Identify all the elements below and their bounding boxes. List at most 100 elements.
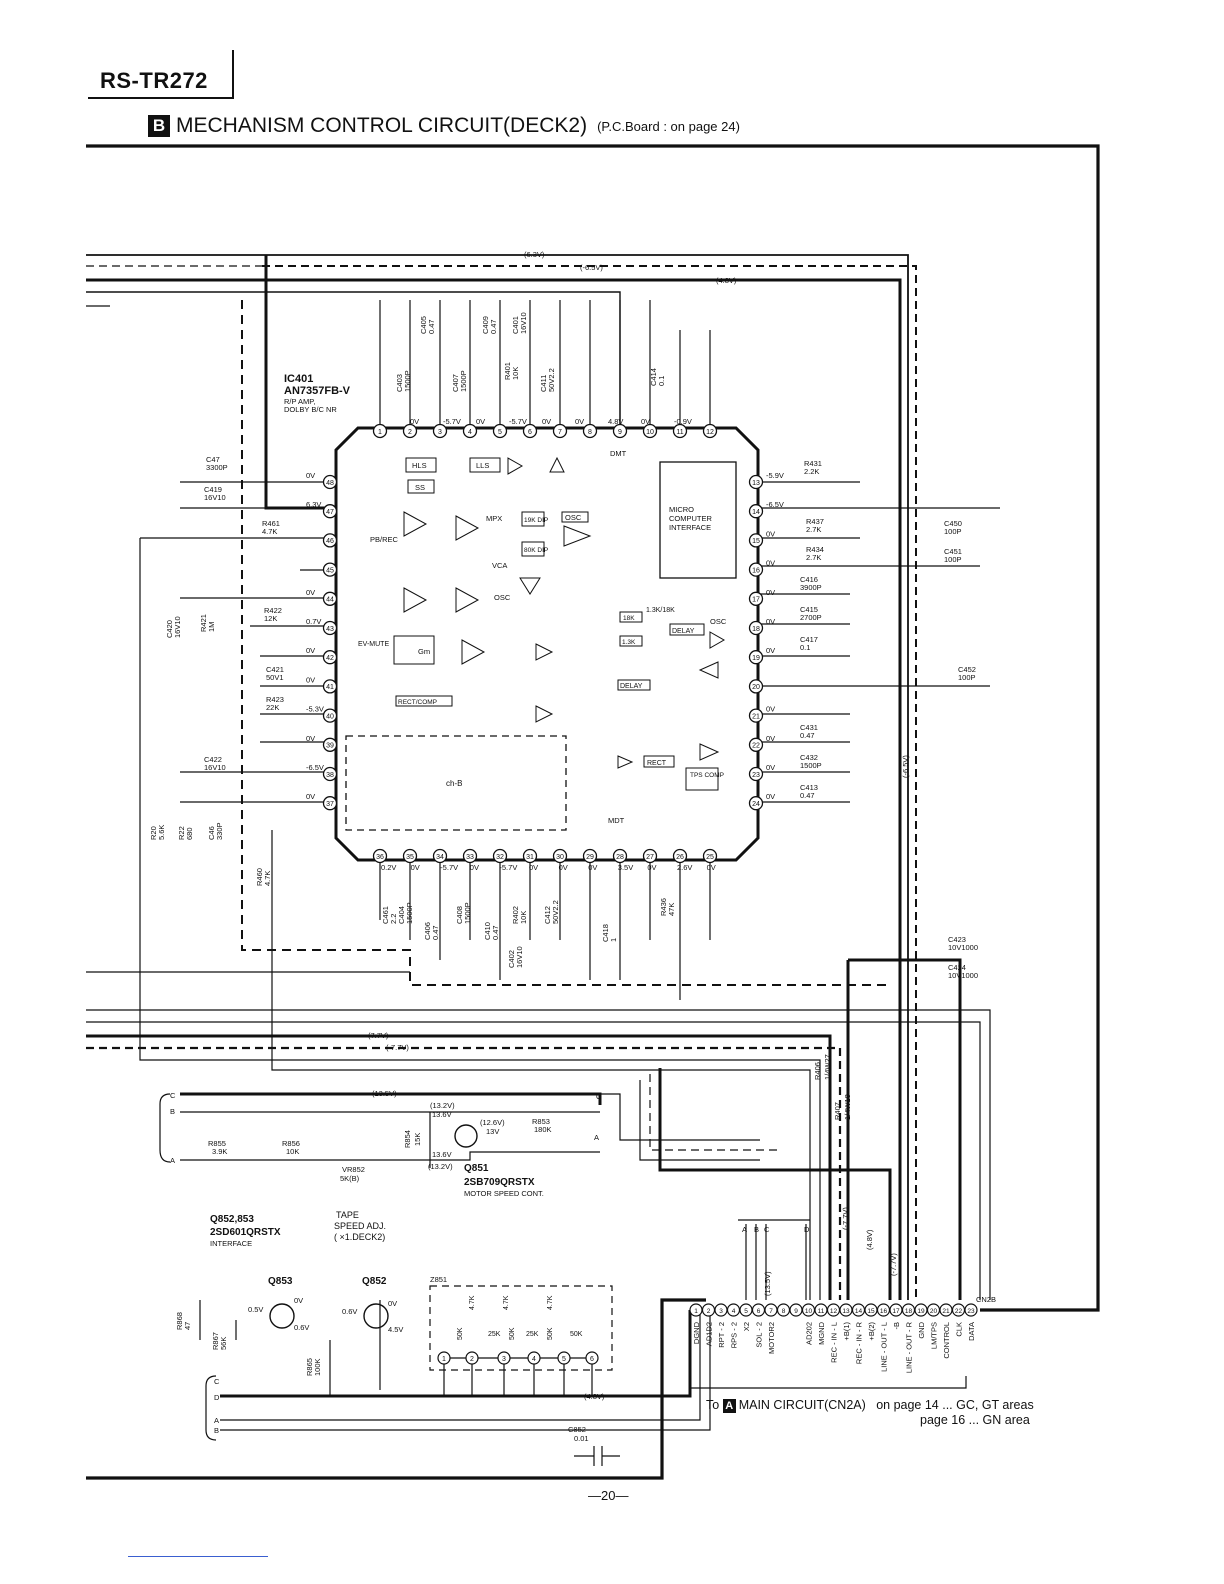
cn2b-signal-17: -B bbox=[892, 1322, 901, 1330]
if-line-b: B bbox=[214, 1426, 219, 1435]
svg-text:8: 8 bbox=[588, 429, 592, 436]
ic-pin-29: 29 bbox=[582, 848, 598, 864]
rect-block bbox=[643, 755, 675, 768]
cn2b-signal-3: RPT - 2 bbox=[717, 1322, 726, 1348]
svg-text:R421: R421 bbox=[199, 614, 208, 632]
cn2b-signal-7: MOTOR2 bbox=[767, 1322, 776, 1354]
left-volt: 0V bbox=[306, 588, 315, 597]
svg-text:5: 5 bbox=[744, 1308, 748, 1315]
svg-text:40: 40 bbox=[326, 713, 334, 720]
q851-part: 2SB709QRSTX bbox=[464, 1177, 535, 1188]
svg-text:16V10: 16V10 bbox=[173, 616, 182, 638]
q852-ref: Q852 bbox=[362, 1276, 387, 1287]
svg-text:5.6K: 5.6K bbox=[157, 825, 166, 840]
svg-text:5: 5 bbox=[562, 1356, 566, 1363]
motor-heavy-return bbox=[658, 1068, 892, 1300]
rail-7v7: (7.7V) bbox=[368, 1031, 389, 1040]
q851-symbol bbox=[454, 1124, 478, 1148]
svg-text:C416: C416 bbox=[800, 575, 818, 584]
ic401-outline bbox=[334, 426, 760, 862]
gm-block bbox=[393, 635, 435, 665]
svg-text:C411: C411 bbox=[539, 375, 548, 392]
svg-text:56K: 56K bbox=[219, 1337, 228, 1350]
tape-adj-1: TAPE bbox=[336, 1210, 359, 1220]
svg-text:C432: C432 bbox=[800, 753, 818, 762]
svg-text:14: 14 bbox=[752, 509, 760, 516]
svg-text:47: 47 bbox=[183, 1322, 192, 1330]
connector-labels: CN2B A B C D bbox=[742, 1225, 996, 1304]
ic-pin-34: 34 bbox=[432, 848, 448, 864]
svg-text:25: 25 bbox=[706, 854, 714, 861]
block-mpx: MPX bbox=[486, 514, 502, 523]
z851-pin-5: 5 bbox=[557, 1351, 571, 1365]
svg-text:1: 1 bbox=[694, 1308, 698, 1315]
svg-text:12K: 12K bbox=[264, 614, 277, 623]
micro-interface-label-1: MICRO bbox=[669, 505, 694, 514]
ic-pin-19: 19 bbox=[748, 650, 764, 665]
ic-ref: IC401 bbox=[284, 373, 313, 385]
left-volt: -5.3V bbox=[306, 705, 324, 714]
bottom-volt: 3.5V bbox=[618, 863, 633, 872]
svg-text:38: 38 bbox=[326, 772, 334, 779]
cn2b-signal-23: DATA bbox=[967, 1322, 976, 1341]
svg-text:C418: C418 bbox=[601, 924, 610, 942]
block-13k: 1.3K bbox=[622, 639, 636, 646]
amp-triangle-1 bbox=[507, 457, 524, 475]
svg-text:680: 680 bbox=[185, 827, 194, 840]
svg-text:1500P: 1500P bbox=[463, 902, 472, 924]
cn2b-signal-13: +B(1) bbox=[842, 1322, 851, 1341]
cn2b-signal-12: REC - IN - L bbox=[830, 1322, 839, 1363]
top-volt: 0V bbox=[476, 417, 485, 426]
svg-text:17: 17 bbox=[892, 1308, 900, 1315]
block-labels: HLS LLS SS DMT PB/REC MPX 19K DIP 80K DI… bbox=[358, 449, 727, 825]
svg-text:23: 23 bbox=[752, 772, 760, 779]
bottom-volt: 2.6V bbox=[677, 863, 692, 872]
bottom-volt: 0V bbox=[529, 863, 538, 872]
ic-pin-40: 40 bbox=[322, 708, 338, 723]
ic-pin-38: 38 bbox=[322, 766, 338, 782]
r853-ref: R853 bbox=[532, 1117, 550, 1126]
ic-pin-24: 24 bbox=[748, 796, 764, 811]
tape-adj-2: SPEED ADJ. bbox=[334, 1221, 386, 1231]
q852-853-part: 2SD601QRSTX bbox=[210, 1227, 281, 1238]
svg-text:30: 30 bbox=[556, 854, 564, 861]
block-delay-1: DELAY bbox=[672, 628, 695, 635]
cn2b-pin-4: 4 bbox=[726, 1303, 741, 1317]
svg-text:28: 28 bbox=[616, 854, 624, 861]
delay-block-1 bbox=[669, 623, 705, 636]
cn2b-pin-5: 5 bbox=[739, 1303, 753, 1317]
z851-res-0: 4.7K bbox=[469, 1295, 476, 1310]
z851-res-5: 50K bbox=[509, 1327, 516, 1340]
svg-text:C423: C423 bbox=[948, 935, 966, 944]
block-evmute: EV-MUTE bbox=[358, 641, 389, 648]
c852-symbol bbox=[574, 1446, 620, 1466]
left-volt: 0V bbox=[306, 471, 315, 480]
block-osc-3: OSC bbox=[494, 593, 511, 602]
connector-volt-tags: (13.5V)(-7.7V)(4.8V)(-7.7V) bbox=[763, 1207, 898, 1296]
right-volt: -6.5V bbox=[766, 500, 784, 509]
bottom-volt: -5.7V bbox=[499, 863, 517, 872]
svg-text:C406: C406 bbox=[423, 922, 432, 940]
block-ss: SS bbox=[415, 483, 425, 492]
ic-pin-36: 36 bbox=[372, 848, 388, 864]
cn2b-pin-22: 22 bbox=[951, 1303, 966, 1317]
if-line-a: A bbox=[214, 1416, 219, 1425]
right-volt: -5.9V bbox=[766, 471, 784, 480]
svg-text:C407: C407 bbox=[451, 374, 460, 392]
svg-text:C409: C409 bbox=[481, 316, 490, 334]
